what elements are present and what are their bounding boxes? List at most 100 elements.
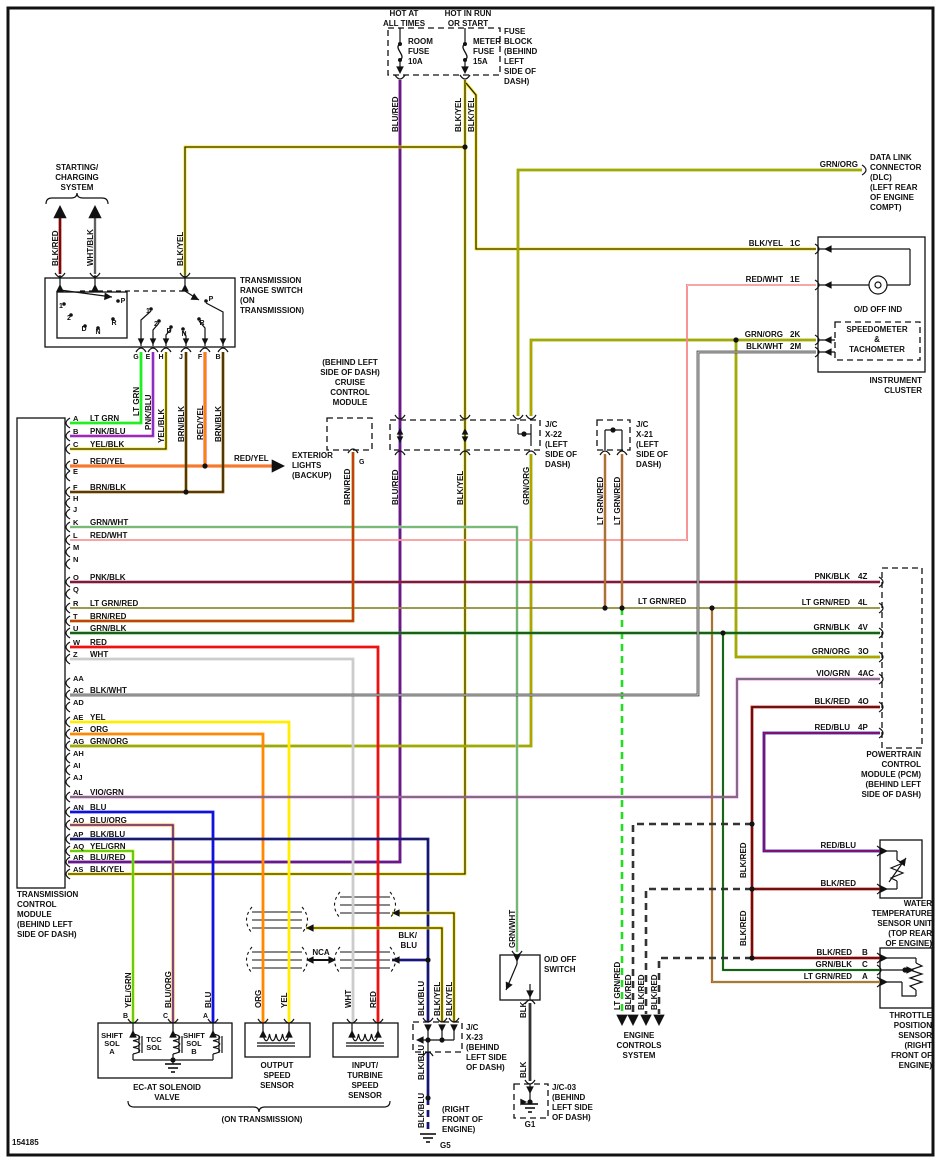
connector-hook: [346, 1018, 358, 1024]
switch-position-pin: [111, 317, 115, 321]
connector-hook: [127, 1018, 139, 1024]
switch-position-pin: [181, 327, 185, 331]
tcm-pin-id: AH: [73, 749, 84, 758]
arrow: [424, 1024, 432, 1032]
tcm-pin-hook: [65, 752, 71, 764]
wire-color-label: BLK/YEL: [176, 232, 185, 266]
arrow: [182, 338, 190, 345]
wire-color-label: BLU: [204, 991, 213, 1008]
tps-pin-hook: [876, 964, 882, 976]
connector-hook: [394, 450, 406, 456]
shield-arc: [389, 891, 397, 919]
pcm-pin-id: 4L: [858, 598, 867, 607]
tcm-pin-id: AO: [73, 816, 84, 825]
cruise-module-box: [326, 417, 373, 451]
switch-position-pin: [197, 317, 201, 321]
tcm-pin-id: J: [73, 505, 77, 514]
wire-color-label: P: [209, 296, 214, 303]
pcm-wire-label: GRN/ORG: [812, 647, 850, 656]
water-temp-wire-label: RED/BLU: [820, 841, 856, 850]
wire-color-label: BLK: [519, 1061, 528, 1078]
wire-color-label: BLU/RED: [391, 469, 400, 505]
tps-wire-label: GRN/BLK: [816, 960, 853, 969]
junction-dot: [202, 463, 208, 469]
tcm-pin-hook: [65, 764, 71, 776]
coil: [262, 1033, 290, 1042]
internal-line: [205, 302, 224, 346]
tcm-wire-label: VIO/GRN: [90, 788, 124, 797]
pcm-pin-hook: [878, 602, 884, 614]
tcm-pin-hook: [65, 534, 71, 546]
pcm-pin-id: 4O: [858, 697, 869, 706]
wire-color-label: GRN/ORG: [820, 160, 858, 169]
wire-color-label: J: [179, 354, 183, 361]
tcm-wire-label: PNK/BLK: [90, 573, 126, 582]
wire-color-label: NCA: [312, 948, 330, 957]
junction-dot: [610, 427, 616, 433]
wire-color-label: WHT: [344, 990, 353, 1008]
junction-dot: [439, 1037, 445, 1043]
pcm-pin-id: 4V: [858, 623, 868, 632]
tcm-pin-hook: [65, 486, 71, 498]
tcm-wire-label: BRN/BLK: [90, 483, 126, 492]
wire-color-label: RED: [369, 991, 378, 1008]
junction-dot: [749, 886, 755, 892]
arrow: [306, 924, 314, 932]
wire-org-af: [70, 732, 265, 1023]
range-switch-box: [44, 277, 236, 348]
wire-pnk-blu-b-stripe: [70, 352, 154, 437]
shield-arc: [301, 906, 309, 934]
arrow: [396, 66, 404, 74]
arrow: [149, 338, 157, 345]
connector-hook: [394, 74, 406, 80]
tcm-pin-id: A: [73, 414, 79, 423]
arrow: [438, 1024, 446, 1032]
arrow: [880, 847, 888, 855]
tcm-pin-id: AI: [73, 761, 81, 770]
pcm-box: [881, 567, 923, 749]
wire-color-label: LT GRN: [132, 387, 141, 416]
connector-hook: [459, 414, 471, 420]
arrow: [162, 338, 170, 345]
junction-dot: [521, 431, 527, 437]
wire-blk-yel-shield-out-stripe: [306, 927, 443, 1022]
wire-red-wht-l-stripe: [70, 284, 816, 541]
arrow: [306, 956, 314, 964]
arrow: [461, 428, 469, 435]
cluster-pin-hook: [814, 334, 820, 346]
connector-hook: [179, 272, 191, 278]
tps-box: [879, 947, 933, 1009]
wire-color-label: BLU/ORG: [164, 971, 173, 1008]
wire-color-label: BLK/BLU: [417, 1093, 426, 1128]
arrow: [880, 885, 888, 893]
connector-hook: [512, 414, 524, 420]
tcm-pin-id: AF: [73, 725, 83, 734]
tcm-wire-label: GRN/BLK: [90, 624, 127, 633]
arrow: [461, 436, 469, 443]
tcm-pin-id: M: [73, 543, 79, 552]
wire-ltgrn-red-tps-stripe: [711, 608, 880, 983]
tcm-pin-id: AL: [73, 788, 83, 797]
water-temp-box: [879, 839, 923, 899]
wire-blk-red-eng1-dash: [631, 822, 752, 1014]
wire-grn-org-ag-stripe: [70, 454, 532, 747]
tcm-pin-hook: [65, 470, 71, 482]
wire-color-label: G: [133, 354, 139, 361]
wire-color-label: PNK/BLU: [144, 394, 153, 430]
wire-color-label: P: [121, 298, 126, 305]
junction-dot: [602, 605, 608, 611]
wire-color-label: GRN/ORG: [522, 467, 531, 505]
wire-color-label: G5: [440, 1141, 451, 1150]
pcm-wire-label: BLK/RED: [814, 697, 850, 706]
wire-color-label: BLK/BLU: [398, 931, 417, 950]
arrow: [513, 954, 521, 962]
arrow: [328, 956, 336, 964]
wire-color-label: YEL/BLK: [157, 409, 166, 443]
tcm-wire-label: BLU/RED: [90, 853, 126, 862]
wire-color-label: D: [81, 326, 86, 333]
wire-color-label: BLK/RED: [739, 842, 748, 878]
